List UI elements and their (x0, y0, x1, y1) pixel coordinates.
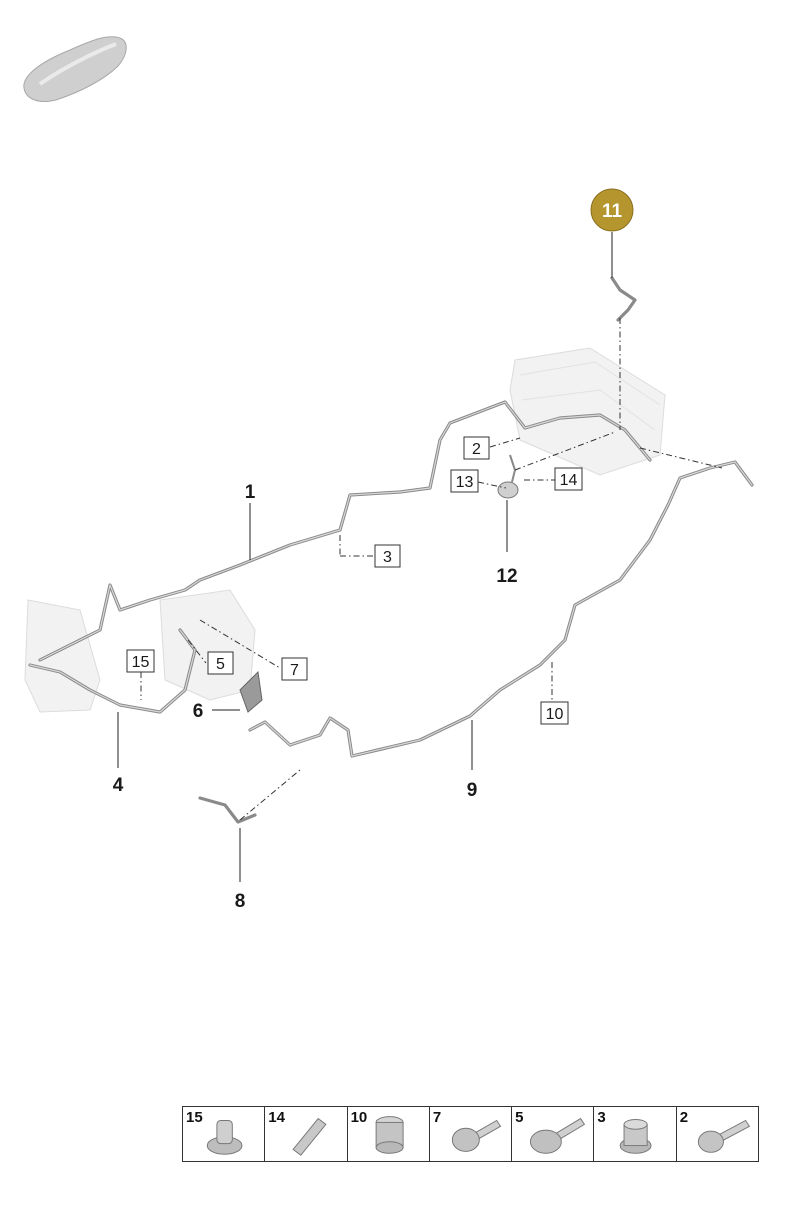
harness-11 (610, 276, 637, 322)
cable-tie-icon (292, 1117, 327, 1156)
callout-7[interactable]: 7 (281, 657, 308, 681)
battery-ghost (509, 347, 666, 476)
svg-text:13: 13 (456, 474, 474, 491)
leader-lines (117, 232, 723, 882)
svg-text:15: 15 (132, 654, 150, 671)
svg-text:14: 14 (560, 472, 578, 489)
callout-4[interactable]: 4 (113, 775, 124, 796)
callout-15[interactable]: 15 (126, 649, 155, 673)
harness-8 (198, 796, 257, 824)
callout-11-label: 11 (602, 201, 623, 222)
motor-ghost (159, 589, 256, 701)
parts-cell-label: 7 (432, 1109, 442, 1126)
parts-cell-label: 15 (186, 1109, 203, 1126)
callout-13[interactable]: 13 (450, 469, 479, 493)
svg-text:2: 2 (472, 441, 481, 458)
clip-icon (206, 1120, 243, 1155)
parts-cell-label: 2 (679, 1109, 689, 1126)
parts-cell-label: 10 (350, 1109, 368, 1126)
nut-icon (375, 1116, 404, 1154)
svg-text:7: 7 (290, 662, 299, 679)
callout-11[interactable]: 11 (590, 188, 634, 232)
front-module-ghost (24, 599, 101, 713)
callout-6[interactable]: 6 (193, 701, 204, 722)
callout-12[interactable]: 12 (496, 566, 517, 587)
parts-cell-15[interactable]: 15 (183, 1107, 266, 1161)
parts-cell-2[interactable]: 2 (677, 1107, 758, 1161)
callout-14[interactable]: 14 (554, 467, 583, 491)
callout-3[interactable]: 3 (374, 544, 401, 568)
callout-11-circle (590, 188, 634, 232)
svg-text:5: 5 (216, 656, 225, 673)
harness-9 (248, 460, 754, 758)
torx-bolt-icon (697, 1119, 750, 1153)
hex-bolt-icon (530, 1117, 586, 1154)
parts-cell-label: 3 (597, 1109, 606, 1126)
callout-10[interactable]: 10 (540, 701, 569, 725)
flange-bolt-icon (451, 1119, 502, 1152)
parts-cell-5[interactable]: 5 (512, 1107, 595, 1161)
bracket-6 (239, 670, 263, 713)
parts-cell-10[interactable]: 10 (348, 1107, 430, 1161)
svg-text:3: 3 (383, 549, 392, 566)
parts-cell-label: 5 (515, 1109, 524, 1126)
parts-cell-label: 14 (268, 1109, 285, 1126)
flange-nut-icon (620, 1119, 652, 1154)
harness-1 (38, 400, 652, 662)
connector-12 (497, 454, 519, 499)
callout-5[interactable]: 5 (207, 651, 234, 675)
callout-9[interactable]: 9 (467, 780, 478, 801)
parts-cell-14[interactable]: 14 (265, 1107, 348, 1161)
callout-8[interactable]: 8 (235, 891, 246, 912)
callout-1[interactable]: 1 (245, 482, 256, 503)
parts-cell-7[interactable]: 7 (430, 1107, 513, 1161)
harness-4 (28, 628, 197, 714)
parts-table: 15 14 10 7 5 3 (182, 1106, 759, 1162)
svg-text:10: 10 (546, 706, 564, 723)
parts-cell-3[interactable]: 3 (594, 1107, 677, 1161)
callout-2[interactable]: 2 (463, 436, 490, 460)
car-thumbnail-icon (23, 36, 127, 102)
